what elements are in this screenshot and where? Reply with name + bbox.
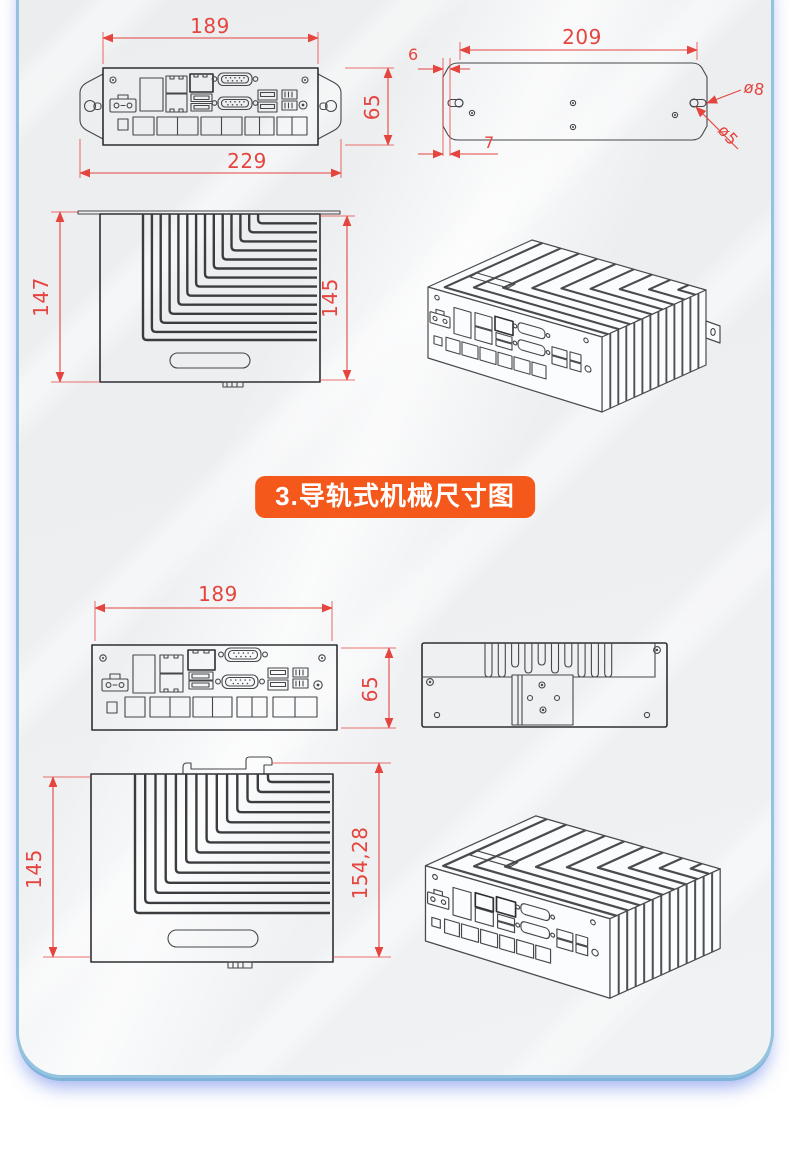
wallmount-side-view-drawing: 147 145: [29, 210, 355, 388]
usb-port-stack: [267, 667, 289, 691]
dim-label: 154,28: [348, 827, 372, 900]
dimension-height-65: 65: [341, 647, 396, 729]
power-terminal: [101, 673, 129, 692]
dinrail-side-view-drawing: 145 154,28: [25, 756, 391, 969]
wallmount-front-view-drawing: 189: [79, 16, 394, 178]
right-mounting-ear: [317, 73, 342, 140]
dim-label: ø5: [714, 121, 742, 149]
dim-label: 147: [29, 277, 53, 317]
din-rail-clip: [182, 756, 273, 775]
chassis-outline: [99, 213, 321, 383]
bottom-connector-tab: [227, 961, 253, 969]
dim-label: 7: [484, 133, 495, 152]
isometric-device: [424, 815, 721, 999]
expansion-slot-row: [106, 696, 318, 718]
blank-slot: [139, 77, 164, 112]
side-slot: [169, 352, 251, 369]
dimension-height-65: 65: [345, 67, 394, 146]
front-panel-ports: [99, 647, 326, 718]
dim-label: 229: [227, 149, 267, 173]
db9-serial-port: [211, 96, 259, 111]
db9-serial-port: [218, 647, 268, 663]
dim-label: 189: [198, 582, 238, 606]
wallmount-3d-view-drawing: [427, 239, 721, 413]
dim-label: 189: [190, 16, 230, 38]
left-mounting-ear: [79, 73, 104, 140]
dim-label: 6: [408, 45, 419, 64]
section-banner: 3.导轨式机械尺寸图: [255, 476, 535, 518]
dim-label: 65: [358, 676, 382, 702]
db9-serial-port: [215, 674, 265, 690]
isometric-device: [427, 239, 721, 413]
blank-slot: [132, 654, 156, 694]
section-banner-label: 3.导轨式机械尺寸图: [275, 481, 515, 511]
dip-switch-block: [281, 89, 298, 111]
wallmount-top-view-drawing: 209 6 7 ø8 ø5: [408, 25, 766, 159]
dimension-width-189: 189: [102, 16, 319, 64]
heatsink-fins: [141, 214, 317, 342]
dimension-slot-offset-7: 7: [418, 133, 498, 159]
dim-label: 145: [25, 849, 46, 889]
dimension-hole-diameter: ø8: [706, 77, 766, 104]
mounting-ear: [705, 320, 721, 344]
expansion-slot-row: [117, 116, 308, 136]
power-terminal: [109, 94, 137, 113]
dimension-edge-offset-6: 6: [408, 45, 470, 156]
rear-fin-slots: [484, 642, 613, 678]
dimension-width-189: 189: [94, 582, 333, 641]
db9-serial-port: [211, 72, 259, 87]
dim-label: 209: [562, 25, 602, 49]
lan-port-stack: [165, 75, 188, 113]
dinrail-front-view-drawing: 189: [91, 582, 396, 731]
dim-label: 65: [360, 94, 384, 120]
din-clip-plate: [511, 674, 574, 726]
dinrail-rear-view-drawing: [421, 642, 668, 728]
dim-label: 145: [318, 278, 342, 318]
front-panel-ports: [109, 72, 309, 136]
dim-label: ø8: [742, 77, 766, 99]
usb-port-stack: [257, 89, 278, 113]
lan-usb-stack: [189, 73, 214, 112]
dimension-length-209: 209: [459, 25, 698, 60]
right-keyhole-slot: [689, 98, 707, 108]
dimension-height-147: 147: [29, 211, 100, 383]
screw-hole: [433, 711, 441, 719]
dip-switch-block: [292, 667, 309, 689]
heatsink-fins: [133, 774, 330, 915]
screw-hole: [643, 711, 651, 719]
dinrail-3d-view-drawing: [424, 815, 721, 999]
dimension-height-145: 145: [318, 215, 355, 381]
dimension-slot-diameter: ø5: [695, 106, 742, 150]
lan-usb-stack: [187, 649, 216, 690]
panel-face: [102, 67, 319, 146]
lan-port-stack: [159, 654, 184, 693]
side-slot: [167, 929, 259, 948]
dimension-height-145: 145: [25, 776, 91, 958]
